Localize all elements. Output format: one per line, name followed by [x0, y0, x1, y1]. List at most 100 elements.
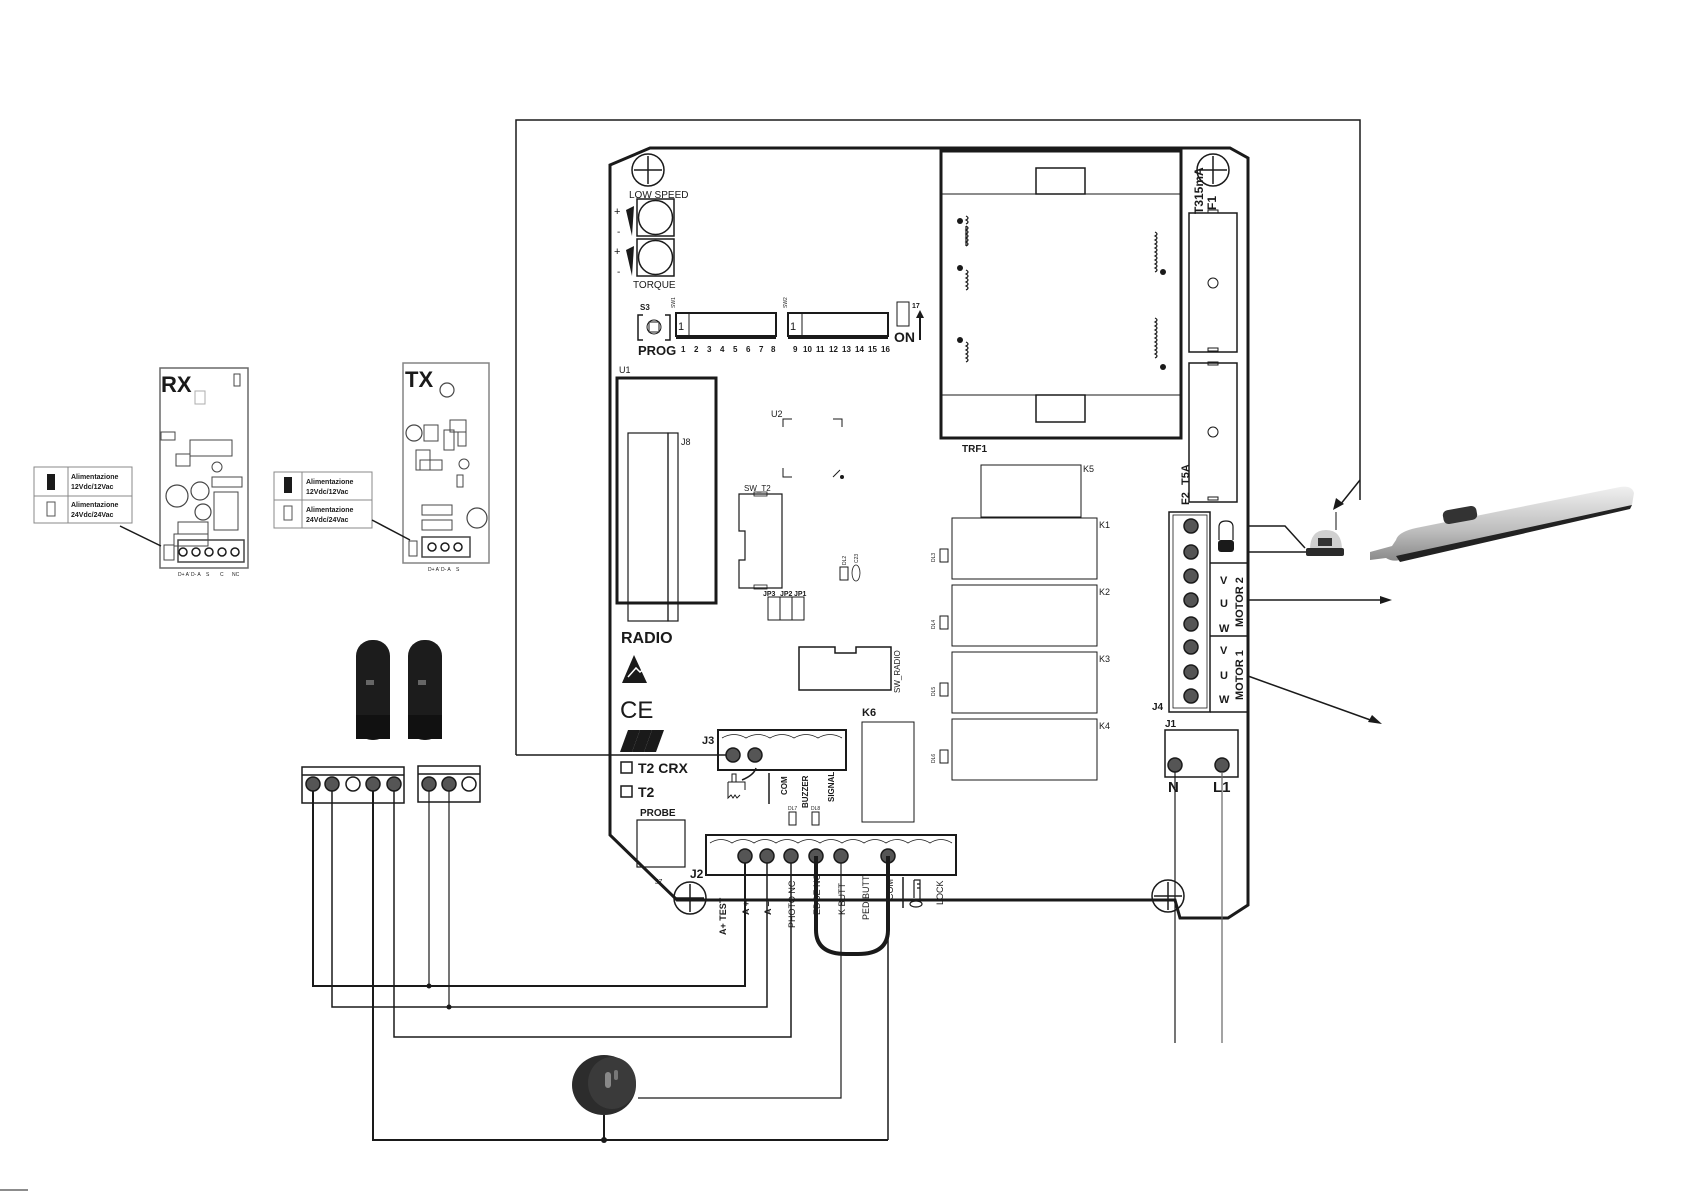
jumper-17[interactable]	[896, 301, 910, 327]
rx-terminals[interactable]	[178, 547, 240, 557]
photocell-rx-pin-2[interactable]	[324, 776, 340, 792]
probe-j7-label: J7	[655, 879, 663, 886]
j3-pin-com: COM	[780, 776, 789, 795]
terminal-block-j3	[717, 729, 847, 771]
motor2-pin-w: W	[1219, 623, 1230, 635]
sw-t2-tab	[753, 491, 768, 497]
svg-text:7: 7	[759, 345, 764, 354]
terminal-block-j4	[1168, 511, 1211, 713]
j2-terminal-a-minus[interactable]	[759, 848, 775, 864]
prog-button-id: S3	[640, 303, 650, 312]
fuse2-holder[interactable]	[1188, 361, 1238, 503]
jumpers-jp[interactable]	[767, 596, 805, 621]
t2crx-checkbox[interactable]	[620, 761, 633, 774]
led-dl7	[788, 811, 797, 826]
trimmer-low-speed[interactable]	[637, 199, 674, 236]
dip-switch-sw2[interactable]	[787, 312, 889, 339]
rx-power-table: Alimentazione 12Vdc/12Vac Alimentazione …	[33, 466, 133, 524]
prog-button[interactable]	[637, 314, 671, 341]
t2crx-label: T2 CRX	[638, 760, 688, 776]
led-dl7-label: DL7	[788, 806, 797, 812]
tx-terminals[interactable]	[427, 542, 463, 552]
photocell-rx-pin-1[interactable]	[305, 776, 321, 792]
svg-text:Alimentazione: Alimentazione	[71, 474, 119, 481]
photocell-tx-pin-3[interactable]	[461, 776, 477, 792]
sw-radio-label: SW_RADIO	[893, 650, 902, 693]
j1-pin-n: N	[1168, 779, 1179, 796]
motor2-label: MOTOR 2	[1234, 577, 1246, 627]
svg-text:D- A: D- A	[441, 567, 451, 573]
lock-key-icon	[909, 879, 923, 908]
relay-k3-label: K3	[1099, 654, 1110, 664]
svg-text:24Vdc/24Vac: 24Vdc/24Vac	[71, 512, 114, 519]
j2-terminal-k-butt[interactable]	[833, 848, 849, 864]
tx-power-table: Alimentazione 12Vdc/12Vac Alimentazione …	[273, 471, 373, 529]
photocell-receiver	[356, 640, 390, 740]
rx-table-pointer	[119, 525, 162, 547]
dip-switch-sw1[interactable]	[675, 312, 777, 339]
photocell-tx-pin-2[interactable]	[441, 776, 457, 792]
on-arrow-head-icon	[916, 310, 924, 318]
jumper-open-icon	[283, 505, 293, 521]
wire-com	[372, 791, 888, 1141]
svg-text:9: 9	[793, 345, 798, 354]
j2-waves	[709, 839, 953, 844]
svg-text:14: 14	[855, 345, 864, 354]
j3-terminal-2[interactable]	[747, 747, 763, 763]
j4-terminal-lamp-2[interactable]	[1183, 544, 1199, 560]
trimmer-torque-minus: -	[617, 267, 620, 278]
svg-text:6: 6	[746, 345, 751, 354]
led-dl4-label: DL4	[931, 620, 937, 629]
tx-module	[402, 362, 490, 564]
svg-text:C: C	[220, 572, 224, 578]
j1-label: J1	[1165, 719, 1177, 730]
u2-outline	[782, 418, 844, 479]
capacitor-c23-label: C23	[854, 554, 860, 563]
j4-terminal-lamp-1[interactable]	[1183, 518, 1199, 534]
svg-text:S: S	[456, 567, 460, 573]
photocell-rx-pin-4[interactable]	[365, 776, 381, 792]
radio-slot-j8[interactable]	[627, 432, 669, 622]
svg-text:15: 15	[868, 345, 877, 354]
j4-terminal-m2-w[interactable]	[1183, 616, 1199, 632]
dip-switch-sw1-first: 1	[678, 321, 684, 333]
fuse1-holder[interactable]	[1188, 209, 1238, 353]
tx-terminal-labels: D+ Aˈ D- A S	[428, 567, 460, 573]
motor1-label: MOTOR 1	[1234, 650, 1246, 700]
j3-pin-signal: SIGNAL	[827, 772, 836, 802]
photocell-rx-pin-3[interactable]	[345, 776, 361, 792]
led-dl5-label: DL5	[931, 687, 937, 696]
jumper-17-number: 17	[912, 303, 920, 310]
svg-text:11: 11	[816, 345, 825, 354]
sw-radio-connector	[798, 646, 892, 691]
j4-terminal-m2-u[interactable]	[1183, 592, 1199, 608]
motor1-arrowhead	[1368, 715, 1382, 724]
t2-checkbox[interactable]	[620, 785, 633, 798]
j1-terminal-n[interactable]	[1167, 757, 1183, 773]
u2-label: U2	[771, 409, 783, 419]
svg-text:A –: A –	[763, 901, 773, 915]
dip-switch-sw2-first: 1	[790, 321, 796, 333]
svg-text:24Vdc/24Vac: 24Vdc/24Vac	[306, 517, 349, 524]
j3-terminal-1[interactable]	[725, 747, 741, 763]
fuse2-id: F2	[1180, 492, 1192, 505]
j2-terminal-a-plus[interactable]	[737, 848, 753, 864]
j2-label: J2	[690, 867, 704, 881]
u1-label: U1	[619, 365, 631, 375]
j1-terminal-l1[interactable]	[1214, 757, 1230, 773]
j4-terminal-m1-v[interactable]	[1183, 639, 1199, 655]
trimmer-torque[interactable]	[637, 239, 674, 276]
fuse1-rating: T315mA	[1192, 167, 1206, 214]
photocell-rx-pin-5[interactable]	[386, 776, 402, 792]
rx-title: RX	[161, 372, 192, 397]
lamp-wire-1	[1248, 525, 1306, 549]
photocell-tx-pin-1[interactable]	[421, 776, 437, 792]
probe-connector-j7[interactable]	[636, 819, 686, 868]
j4-terminal-m2-v[interactable]	[1183, 568, 1199, 584]
terminal-block-j1	[1164, 729, 1239, 778]
j2-terminal-photo-nc[interactable]	[783, 848, 799, 864]
control-board-outline	[608, 146, 1250, 920]
relay-k6	[861, 721, 915, 823]
j4-terminal-m1-u[interactable]	[1183, 664, 1199, 680]
j4-terminal-m1-w[interactable]	[1183, 688, 1199, 704]
